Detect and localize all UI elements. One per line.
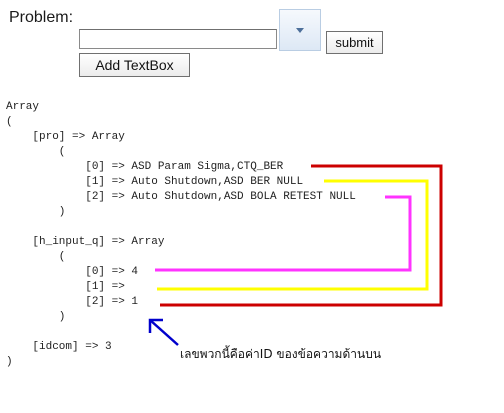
submit-button[interactable]: submit [326,31,383,54]
problem-label: Problem: [9,9,74,26]
output-line: [0] => ASD Param Sigma,CTQ_BER [6,161,284,173]
output-line: [h_input_q] => Array [6,236,165,248]
output-line: ) [6,356,13,368]
output-line: [2] => 1 [6,296,139,308]
output-line: [0] => 4 [6,266,139,278]
output-line: ( [6,251,66,263]
output-line: ) [6,206,66,218]
annotation-note: เลขพวกนี้คือค่าID ของข้อความด้านบน [180,347,382,361]
output-line: ) [6,311,66,323]
output-line: Array [6,101,40,113]
add-textbox-button[interactable]: Add TextBox [79,53,190,77]
red-connector-line [160,164,443,307]
arrow-icon [148,318,179,346]
output-line: ( [6,116,13,128]
magenta-connector-line [155,195,412,272]
output-line: ( [6,146,66,158]
output-line: [1] => Auto Shutdown,ASD BER NULL [6,176,304,188]
output-line: [2] => Auto Shutdown,ASD BOLA RETEST NUL… [6,191,356,203]
chevron-down-icon [296,28,304,33]
problem-combo-input[interactable] [79,29,277,49]
output-line: [idcom] => 3 [6,341,112,353]
yellow-connector-line [157,179,429,291]
problem-combo-dropdown-button[interactable] [279,9,321,51]
output-line: [1] => [6,281,125,293]
output-line: [pro] => Array [6,131,125,143]
